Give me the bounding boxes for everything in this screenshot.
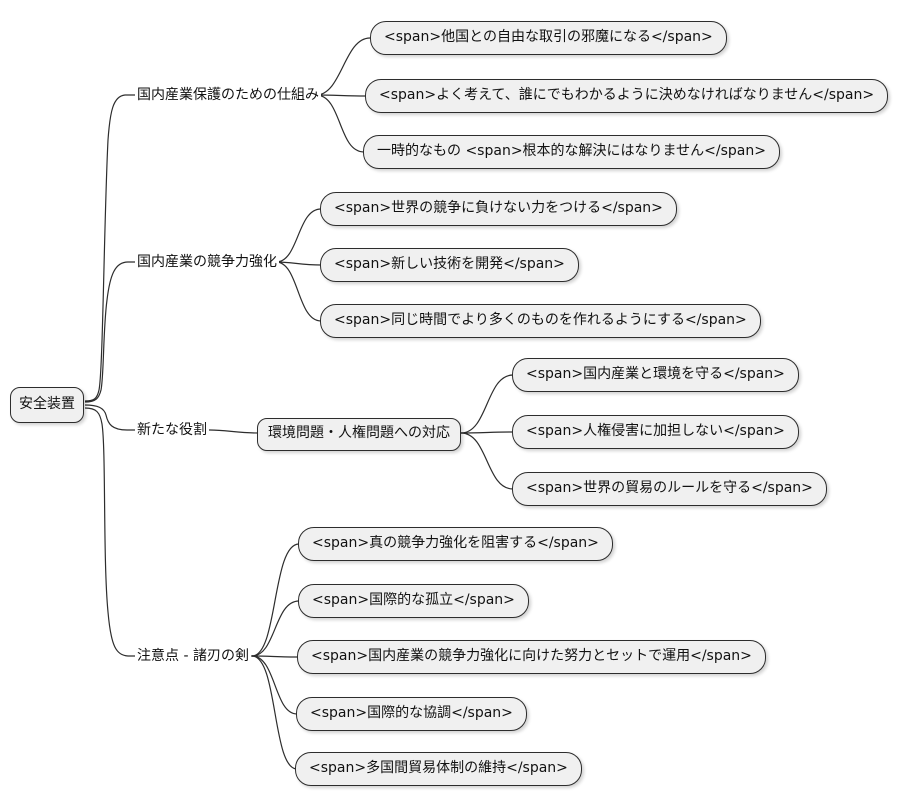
leaf-node: <span>真の競争力強化を阻害する</span> — [298, 527, 613, 561]
branch-label-domestic-industry-protection: 国内産業保護のための仕組み — [135, 85, 321, 105]
edge-branch2-child1 — [275, 208, 322, 263]
leaf-node: <span>同じ時間でより多くのものを作れるようにする</span> — [320, 304, 761, 338]
edge-subnode-child2 — [460, 431, 514, 434]
leaf-node: <span>多国間貿易体制の維持</span> — [295, 752, 582, 786]
edge-root-branch3 — [84, 404, 138, 431]
leaf-node: <span>国内産業の競争力強化に向けた努力とセットで運用</span> — [297, 640, 766, 674]
leaf-node: 一時的なもの <span>根本的な解決にはなりません</span> — [363, 135, 780, 169]
edge-branch1-child3 — [315, 94, 365, 153]
edge-subnode-child3 — [460, 432, 514, 490]
leaf-node: <span>他国との自由な取引の邪魔になる</span> — [370, 21, 727, 55]
leaf-node: <span>国際的な協調</span> — [296, 697, 527, 731]
branch-label-new-role: 新たな役割 — [135, 420, 209, 440]
edge-subnode-child1 — [460, 374, 514, 434]
edge-root-branch4 — [84, 407, 137, 657]
edge-branch4-child5 — [251, 655, 298, 770]
leaf-node: <span>新しい技術を開発</span> — [320, 248, 579, 282]
edge-branch1-child1 — [315, 37, 371, 96]
edge-branch1-child2 — [315, 94, 366, 97]
leaf-node: <span>国際的な孤立</span> — [298, 584, 529, 618]
edge-branch4-child2 — [251, 600, 300, 657]
edge-branch4-child1 — [251, 543, 300, 657]
branch-label-competitiveness: 国内産業の競争力強化 — [135, 252, 279, 272]
leaf-node: <span>世界の競争に負けない力をつける</span> — [320, 192, 677, 226]
edge-root-branch2 — [84, 261, 137, 403]
edge-root-branch1 — [84, 94, 136, 402]
subnode-environment-human-rights: 環境問題・人権問題への対応 — [257, 418, 461, 451]
leaf-node: <span>人権侵害に加担しない</span> — [512, 415, 799, 449]
edge-branch4-child3 — [251, 655, 299, 658]
edge-branch3-subnode — [196, 429, 259, 434]
root-node: 安全装置 — [10, 387, 84, 423]
edge-branch4-child4 — [251, 655, 298, 715]
leaf-node: <span>国内産業と環境を守る</span> — [512, 358, 799, 392]
leaf-node: <span>世界の貿易のルールを守る</span> — [512, 472, 827, 506]
branch-label-caution-double-edged: 注意点 - 諸刃の剣 — [135, 646, 251, 666]
leaf-node: <span>よく考えて、誰にでもわかるように決めなければなりません</span> — [365, 79, 889, 113]
edge-branch2-child3 — [275, 261, 322, 322]
